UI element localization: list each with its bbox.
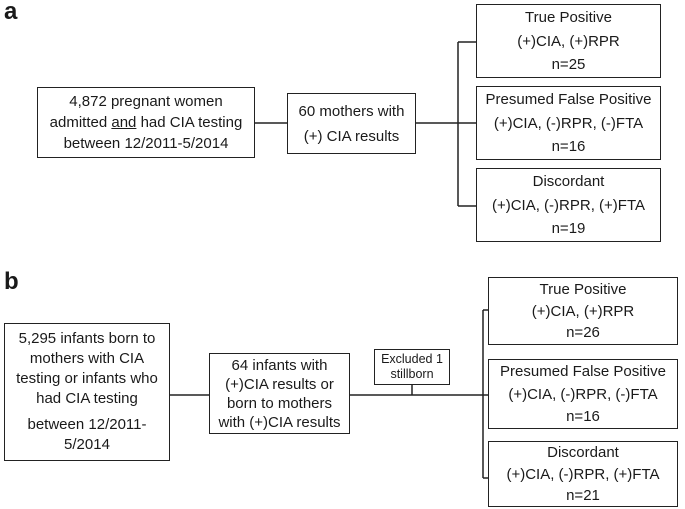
panel-label-a: a — [4, 0, 18, 25]
source-b-line2: mothers with CIA — [29, 350, 145, 367]
middle-b-line4: with (+)CIA results — [218, 413, 341, 431]
source-box-a: 4,872 pregnant women admitted and had CI… — [37, 87, 255, 158]
source-a-line2: admitted and had CIA testing — [49, 114, 243, 131]
middle-b-line2: (+)CIA results or — [225, 375, 334, 393]
outcome-a-title: True Positive — [525, 9, 612, 27]
middle-box-a: 60 mothers with (+) CIA results — [287, 93, 416, 154]
middle-a-line1: 60 mothers with — [298, 102, 405, 120]
outcome-box-a-true-positive: True Positive (+)CIA, (+)RPR n=25 — [476, 4, 661, 78]
middle-b-line1: 64 infants with — [231, 356, 328, 374]
outcome-box-a-discordant: Discordant (+)CIA, (-)RPR, (+)FTA n=19 — [476, 168, 661, 242]
outcome-a-count: n=19 — [551, 219, 586, 237]
middle-b-line3: born to mothers — [226, 394, 333, 412]
outcome-box-b-true-positive: True Positive (+)CIA, (+)RPR n=26 — [488, 277, 678, 345]
outcome-b-count: n=26 — [566, 324, 600, 342]
source-a-line1: 4,872 pregnant women — [69, 93, 223, 110]
source-b-line4: had CIA testing — [36, 390, 138, 407]
source-b-line5: between 12/2011- — [27, 416, 147, 433]
excluded-box: Excluded 1 stillborn — [374, 349, 450, 385]
outcome-b-count: n=16 — [566, 407, 600, 425]
source-b-line1: 5,295 infants born to — [18, 330, 156, 347]
outcome-b-title: Discordant — [547, 444, 619, 462]
outcome-b-detail: (+)CIA, (-)RPR, (-)FTA — [508, 385, 658, 403]
outcome-a-detail: (+)CIA, (-)RPR, (+)FTA — [491, 196, 646, 214]
outcome-b-detail: (+)CIA, (+)RPR — [531, 302, 635, 320]
excluded-line2: stillborn — [390, 367, 434, 381]
middle-a-line2: (+) CIA results — [303, 127, 400, 145]
outcome-a-detail: (+)CIA, (-)RPR, (-)FTA — [493, 114, 644, 132]
outcome-b-detail: (+)CIA, (-)RPR, (+)FTA — [506, 465, 660, 483]
outcome-box-b-discordant: Discordant (+)CIA, (-)RPR, (+)FTA n=21 — [488, 441, 678, 507]
outcome-a-title: Presumed False Positive — [485, 91, 652, 109]
outcome-a-count: n=25 — [551, 55, 586, 73]
excluded-line1: Excluded 1 — [381, 352, 443, 366]
outcome-a-title: Discordant — [532, 173, 605, 191]
outcome-b-title: True Positive — [539, 280, 627, 298]
panel-label-b: b — [4, 268, 19, 295]
source-b-line3: testing or infants who — [16, 370, 158, 387]
outcome-b-title: Presumed False Positive — [500, 363, 666, 381]
outcome-a-count: n=16 — [551, 137, 586, 155]
outcome-a-detail: (+)CIA, (+)RPR — [517, 32, 620, 50]
source-box-b: 5,295 infants born to mothers with CIA t… — [4, 323, 170, 461]
outcome-box-b-presumed-false-positive: Presumed False Positive (+)CIA, (-)RPR, … — [488, 359, 678, 429]
source-b-line6: 5/2014 — [64, 436, 110, 453]
outcome-b-count: n=21 — [566, 486, 600, 504]
source-a-line3: between 12/2011-5/2014 — [63, 135, 229, 152]
outcome-box-a-presumed-false-positive: Presumed False Positive (+)CIA, (-)RPR, … — [476, 86, 661, 160]
middle-box-b: 64 infants with (+)CIA results or born t… — [209, 353, 350, 434]
